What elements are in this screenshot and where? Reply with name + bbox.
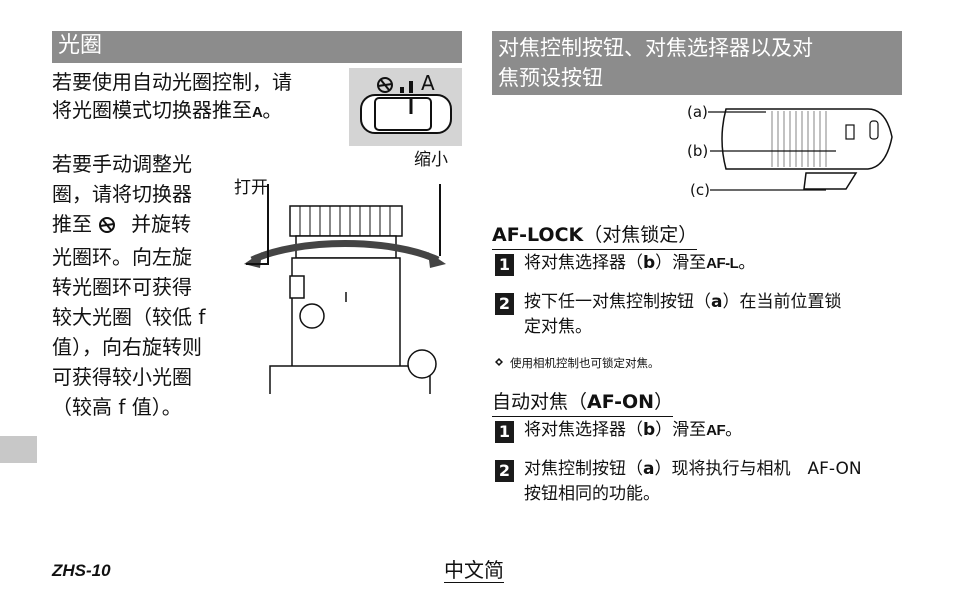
af-on-title-post: ）: [654, 391, 674, 413]
callout-c: (c): [690, 181, 710, 199]
af-on-step2-pre: 对焦控制按钮（: [524, 459, 643, 479]
af-lock-step2-post: ）在当前位置锁: [722, 292, 842, 312]
manual-line-2: 推至 并旋转: [52, 209, 232, 242]
manual-line-7: 可获得较小光圈: [52, 365, 192, 389]
af-on-step2-number: 2: [495, 460, 514, 482]
lens-drawing: [708, 108, 893, 191]
aperture-switch-illustration: A: [349, 68, 462, 146]
language-label: 中文简: [444, 558, 504, 583]
af-on-step1-ref: b: [643, 420, 656, 440]
manual-line-8: （较高 f 值）。: [52, 395, 182, 419]
aperture-switch-drawing: [360, 77, 452, 134]
af-on-setting: AF: [706, 422, 726, 439]
af-lock-title-light: （对焦锁定）: [583, 224, 698, 246]
af-lock-step1-number: 1: [495, 254, 514, 276]
note-icon: [494, 355, 510, 371]
callout-a: (a): [687, 103, 708, 121]
af-lock-title-bold: AF-LOCK: [492, 224, 584, 246]
af-on-step2-line2: 按钮相同的功能。: [524, 484, 660, 504]
manual-line-2-post: 并旋转: [131, 212, 192, 236]
aperture-auto-line2-pre: 将光圈模式切换器推至: [52, 98, 252, 122]
af-lock-step1-ref: b: [643, 253, 656, 273]
af-lock-note: 使用相机控制也可锁定对焦。: [494, 355, 660, 371]
af-on-step2-line1: 对焦控制按钮（a）现将执行与相机 AF-ON: [524, 457, 904, 482]
af-on-step1-pre: 将对焦选择器（: [524, 420, 643, 440]
aperture-ring-drawing: [244, 184, 446, 399]
manual-line-1: 圈，请将切换器: [52, 182, 192, 206]
af-lock-step2-line1: 按下任一对焦控制按钮（a）在当前位置锁: [524, 290, 902, 315]
af-on-heading: 自动对焦（AF-ON）: [492, 389, 674, 417]
af-on-step2-post: ）现将执行与相机 AF-ON: [654, 459, 862, 479]
focus-header-line2: 焦预设按钮: [498, 66, 603, 90]
af-on-step2-ref: a: [643, 459, 655, 479]
manual-line-6: 值），向右旋转则: [52, 335, 202, 359]
af-lock-note-text: 使用相机控制也可锁定对焦。: [510, 356, 660, 370]
manual-line-2-pre: 推至: [52, 212, 92, 236]
af-lock-step2-number: 2: [495, 293, 514, 315]
label-open: 打开: [234, 178, 268, 198]
aperture-auto-paragraph: 若要使用自动光圈控制，请 将光圈模式切换器推至A。: [52, 68, 347, 127]
af-on-step1-mid: ）滑至: [655, 420, 707, 440]
af-lock-setting: AF-L: [706, 255, 739, 272]
af-on-step1-text: 将对焦选择器（b）滑至AF。: [524, 418, 902, 443]
aperture-auto-line1: 若要使用自动光圈控制，请: [52, 70, 292, 94]
af-lock-step2-ref: a: [711, 292, 723, 312]
af-lock-step2-pre: 按下任一对焦控制按钮（: [524, 292, 711, 312]
af-on-title-pre: 自动对焦（: [492, 391, 588, 413]
af-lock-step1-text: 将对焦选择器（b）滑至AF-L。: [524, 251, 902, 276]
aperture-manual-paragraph: 若要手动调整光 圈，请将切换器 推至 并旋转 光圈环。向左旋 转光圈环可获得 较…: [52, 149, 232, 422]
lens-callout-illustration: (a) (b) (c): [686, 97, 902, 207]
mode-a-label: A: [252, 104, 263, 121]
section-header-aperture: 光圈: [52, 31, 462, 63]
chapter-side-tab: [0, 436, 37, 463]
af-lock-step1-post: 。: [738, 253, 756, 273]
aperture-auto-line2: 将光圈模式切换器推至A。: [52, 96, 347, 127]
manual-line-4: 转光圈环可获得: [52, 275, 192, 299]
af-lock-step1-mid: ）滑至: [655, 253, 707, 273]
af-on-step1-number: 1: [495, 421, 514, 443]
switch-label-a: A: [421, 71, 435, 95]
aperture-auto-line2-post: 。: [262, 98, 283, 122]
manual-line-5: 较大光圈（较低 f: [52, 305, 206, 329]
af-on-step1-post: 。: [725, 420, 743, 440]
manual-line-3: 光圈环。向左旋: [52, 245, 192, 269]
label-close: 缩小: [414, 150, 448, 170]
section-header-focus-controls: 对焦控制按钮、对焦选择器以及对 焦预设按钮: [492, 31, 902, 95]
af-lock-step2-line2: 定对焦。: [524, 317, 592, 337]
af-lock-step1-pre: 将对焦选择器（: [524, 253, 643, 273]
aperture-manual-icon: [98, 212, 118, 242]
af-on-title-bold: AF-ON: [587, 391, 655, 413]
page-number: ZHS-10: [52, 561, 111, 580]
af-lock-step2-text: 按下任一对焦控制按钮（a）在当前位置锁 定对焦。: [524, 290, 902, 340]
af-lock-heading: AF-LOCK（对焦锁定）: [492, 222, 698, 250]
af-on-step2-text: 对焦控制按钮（a）现将执行与相机 AF-ON 按钮相同的功能。: [524, 457, 904, 507]
section-header-aperture-text: 光圈: [58, 33, 103, 58]
aperture-ring-illustration: [240, 176, 460, 399]
manual-line-0: 若要手动调整光: [52, 152, 192, 176]
callout-b: (b): [687, 142, 709, 160]
focus-header-line1: 对焦控制按钮、对焦选择器以及对: [498, 36, 813, 60]
